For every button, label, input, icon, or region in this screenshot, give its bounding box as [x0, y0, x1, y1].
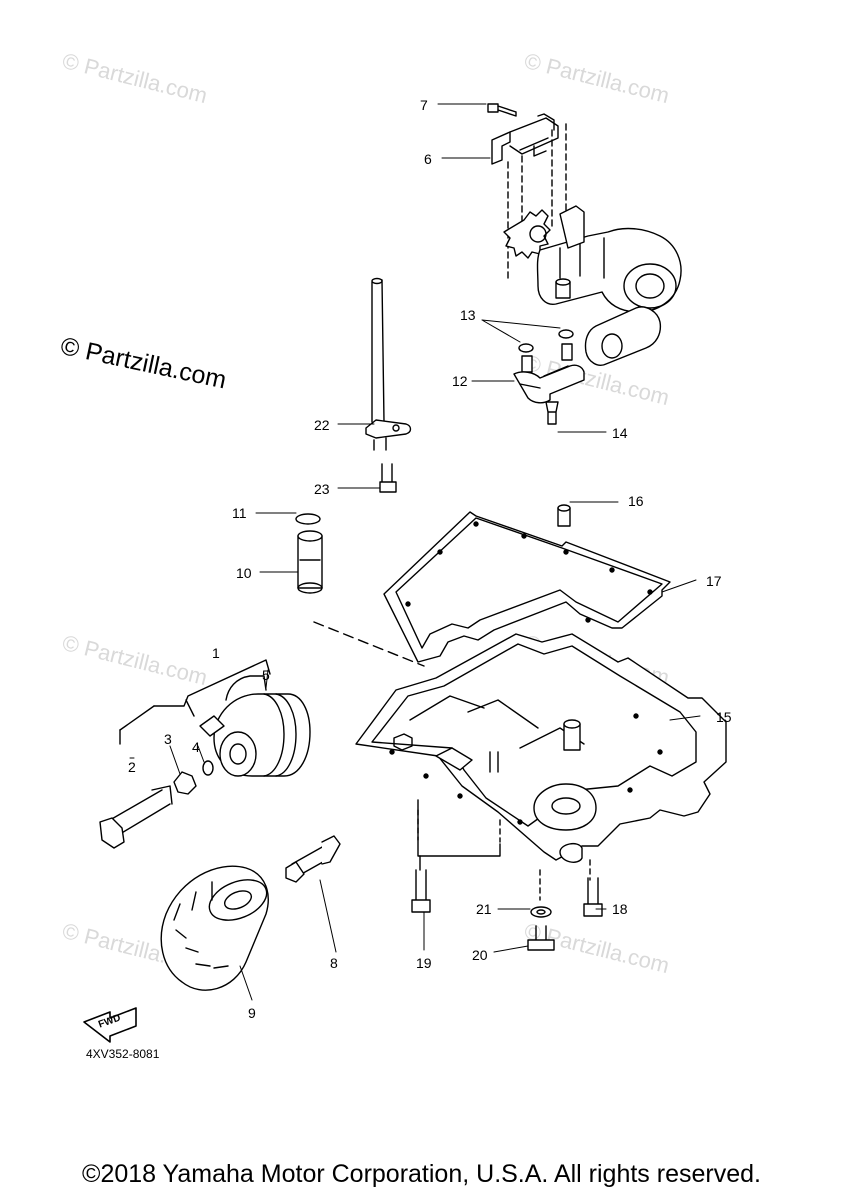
fwd-arrow-icon [83, 1007, 137, 1043]
union-bolt-8 [285, 835, 341, 883]
callout-2: 2 [128, 759, 136, 775]
diagram-part-code: 4XV352-8081 [86, 1047, 160, 1061]
leader-lines [129, 103, 701, 1001]
callout-9: 9 [248, 1005, 256, 1021]
callout-10: 10 [236, 565, 252, 581]
callout-11: 11 [232, 505, 247, 521]
callout-15: 15 [716, 709, 732, 725]
washer-21 [530, 906, 552, 918]
oil-pipe [513, 343, 585, 404]
hollow-bolt-2 [99, 785, 173, 849]
oil-cooler-5 [199, 675, 311, 777]
o-ring-13a [518, 343, 534, 353]
oil-filter-9 [160, 865, 269, 991]
bolt-18 [583, 877, 603, 917]
callout-20: 20 [472, 947, 488, 963]
o-ring-13b [558, 329, 574, 339]
washer-3 [173, 771, 197, 795]
callout-18: 18 [612, 901, 628, 917]
callout-1: 1 [212, 645, 220, 661]
gasket-17 [383, 511, 671, 663]
drain-bolt-20 [527, 925, 555, 951]
callout-4: 4 [192, 739, 200, 755]
bolt-23 [379, 463, 397, 493]
oil-pump-assembly [487, 103, 682, 366]
callout-7: 7 [420, 97, 428, 113]
strainer-10 [297, 530, 323, 594]
callout-13: 13 [460, 307, 476, 323]
callout-8: 8 [330, 955, 338, 971]
callout-12: 12 [452, 373, 468, 389]
callout-numbers: 1 2 3 4 5 6 7 8 9 10 11 12 13 14 15 16 1… [128, 97, 732, 1021]
oil-pan-15 [355, 633, 727, 863]
callout-22: 22 [314, 417, 330, 433]
callout-5: 5 [262, 667, 270, 683]
callout-17: 17 [706, 573, 722, 589]
callout-6: 6 [424, 151, 432, 167]
callout-14: 14 [612, 425, 628, 441]
bolt-19 [411, 869, 431, 913]
o-ring-11 [295, 513, 321, 525]
copyright-notice: ©2018 Yamaha Motor Corporation, U.S.A. A… [82, 1160, 761, 1188]
oil-level-pipe [365, 277, 412, 451]
callout-21: 21 [476, 901, 492, 917]
washer-4 [202, 760, 214, 776]
callout-3: 3 [164, 731, 172, 747]
callout-23: 23 [314, 481, 330, 497]
callout-16: 16 [628, 493, 644, 509]
callout-19: 19 [416, 955, 432, 971]
